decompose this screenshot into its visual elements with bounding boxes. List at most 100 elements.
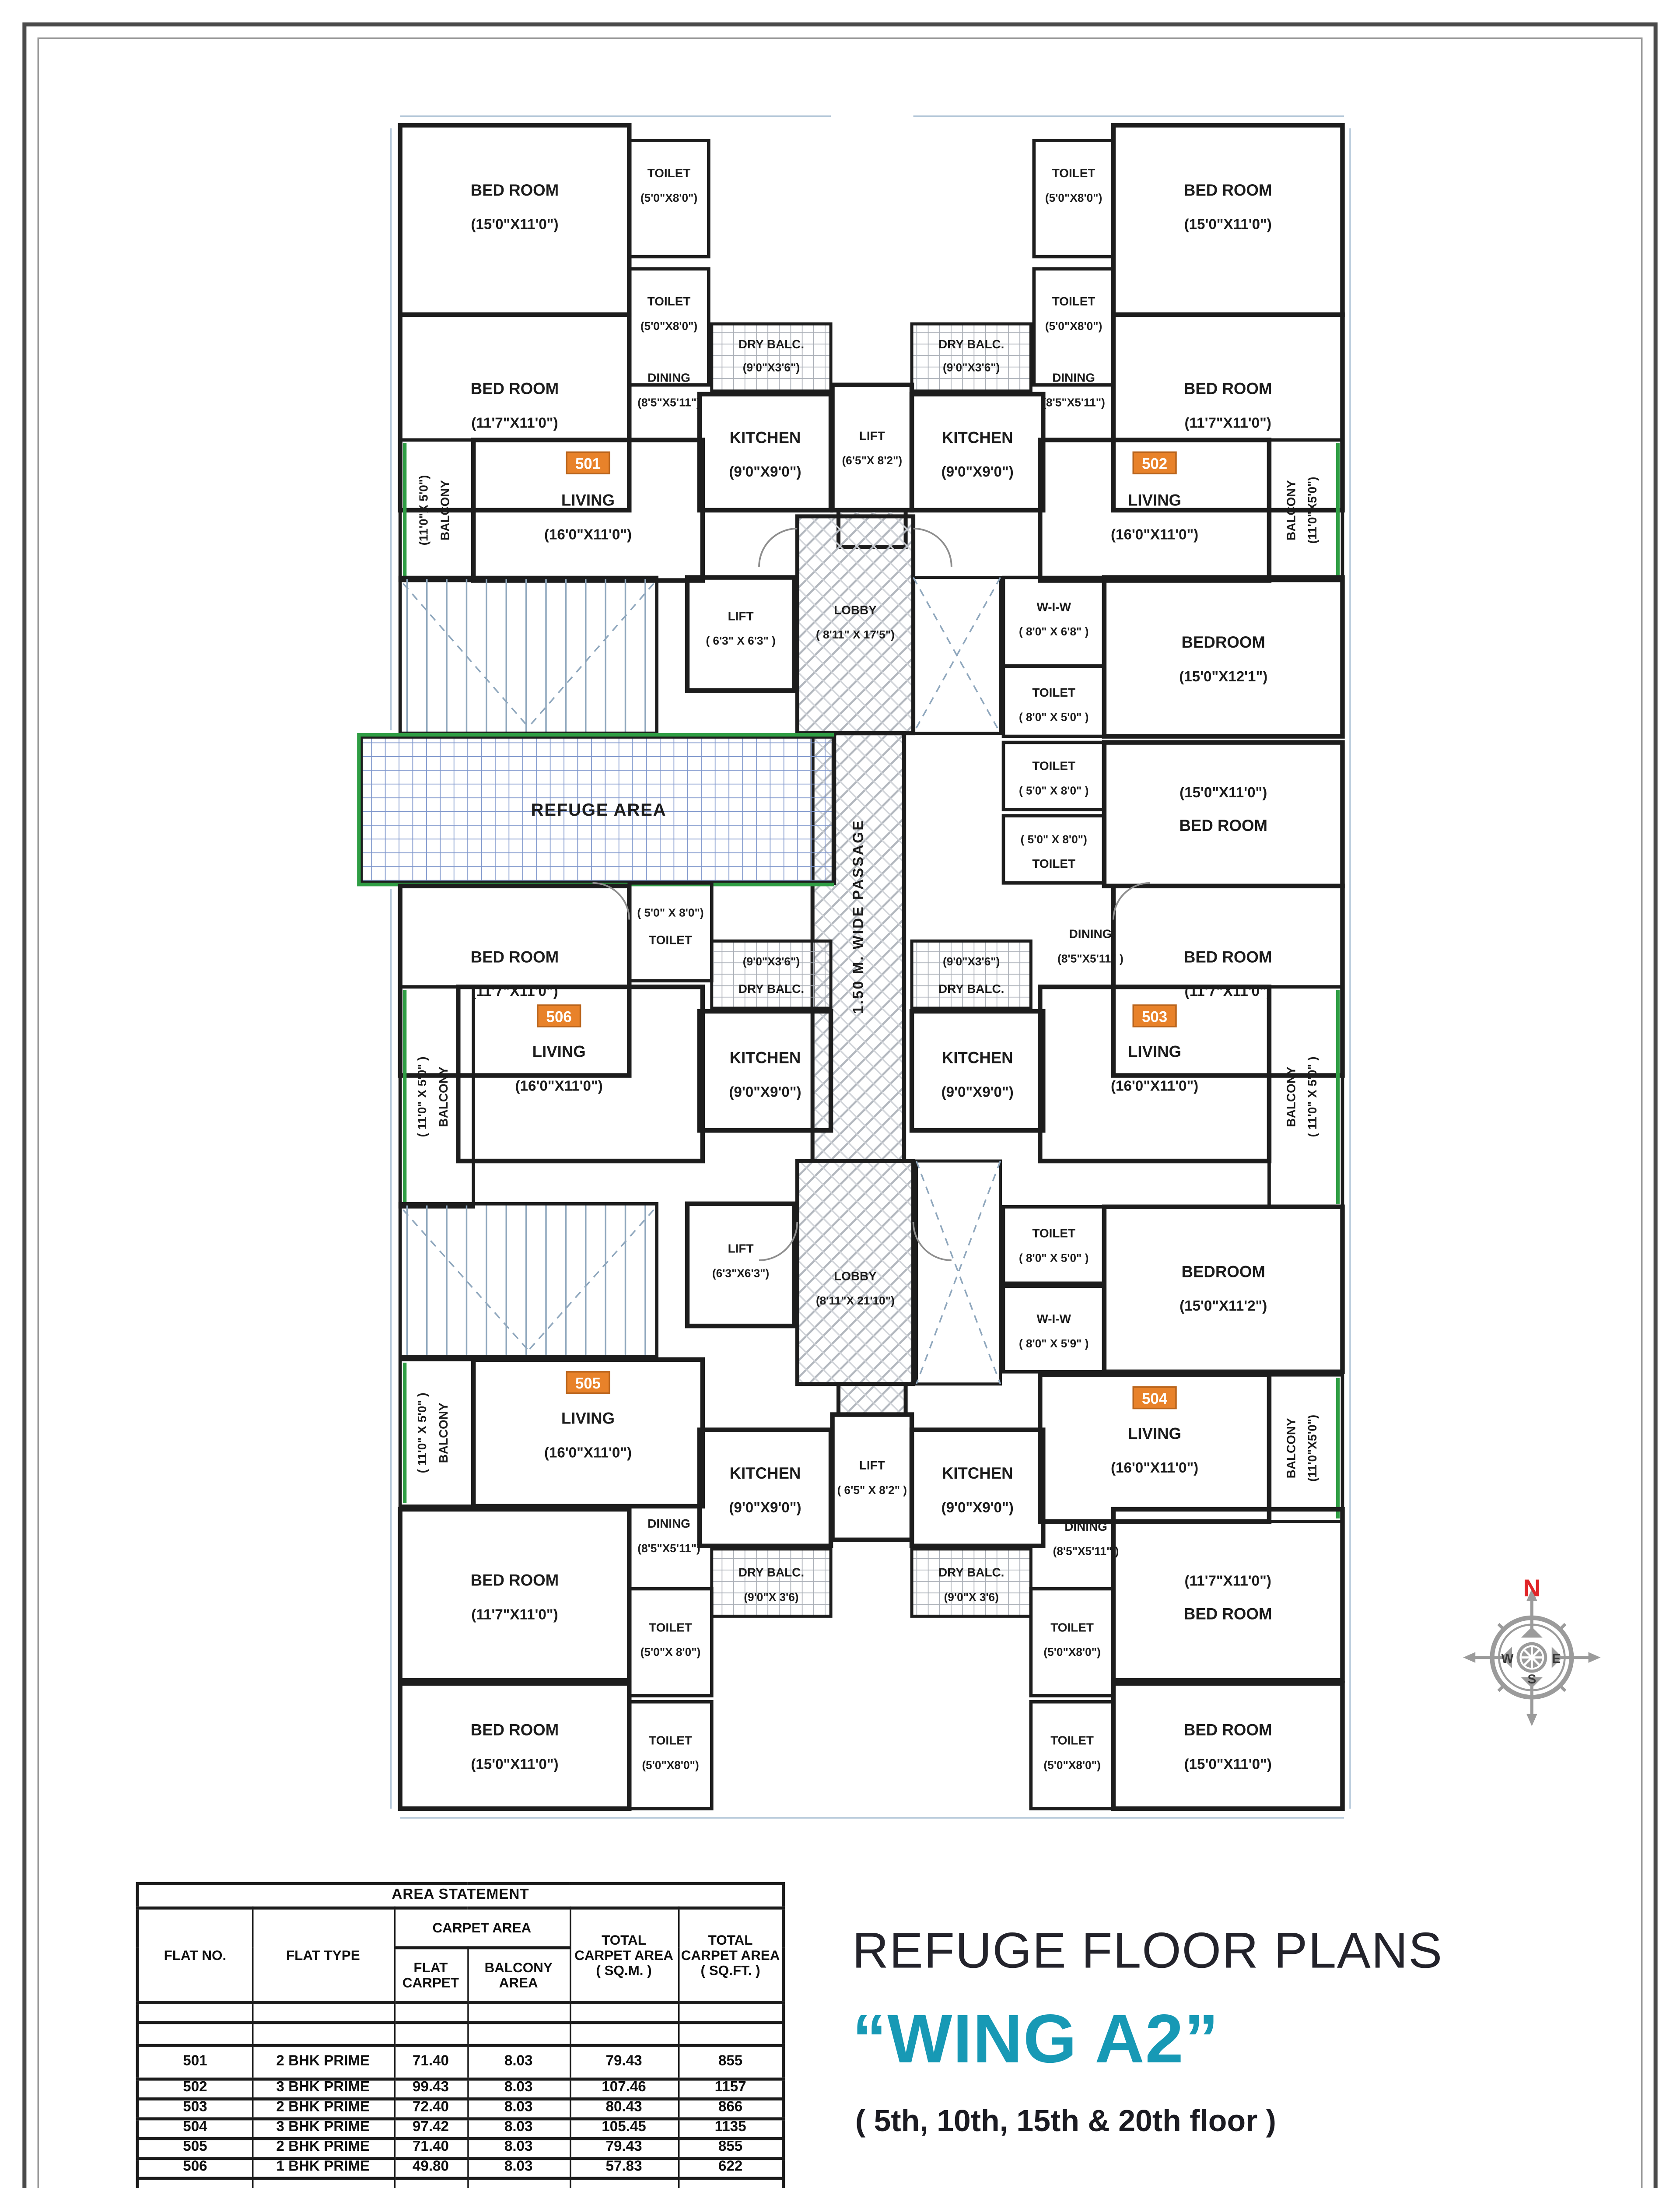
room-label: DRY BALC. — [738, 1566, 804, 1579]
flat-number-badge — [566, 1371, 610, 1394]
balcony-area: 8.03 — [466, 2137, 570, 2160]
room-dim: (11'7"X11'0") — [471, 1606, 558, 1623]
room-dim: (15'0"X11'0") — [1180, 785, 1267, 801]
room-outline — [1001, 814, 1106, 885]
room-dim: (15'0"X11'0") — [1184, 1756, 1272, 1772]
room-outline — [1102, 1204, 1345, 1375]
room-dim: (6'3"X6'3") — [712, 1266, 769, 1280]
flat-504: TOILET ( 8'0" X 5'0" ) W-I-W ( 8'0" X 5'… — [909, 1204, 1345, 1811]
table-row: 506 1 BHK PRIME 49.80 8.03 57.83 622 — [136, 2157, 784, 2180]
core-bottom: LIFT (6'3"X6'3") LOBBY (8'11"X 21'10") L… — [685, 1159, 1002, 1543]
room-outline — [1111, 312, 1345, 513]
room-dim: ( 5'0" X 8'0") — [1021, 833, 1087, 846]
table-title: AREA STATEMENT — [136, 1882, 784, 1910]
table-row: 504 3 BHK PRIME 97.42 8.03 105.45 1135 — [136, 2117, 784, 2140]
room-dim: (9'0"X3'6") — [743, 361, 800, 374]
room-label: LIFT — [728, 609, 754, 623]
refuge-area-hatch — [358, 734, 836, 885]
table-title-row: AREA STATEMENT — [136, 1882, 784, 1910]
room-label: DINING — [1052, 371, 1095, 385]
balcony-dim: ( 11'0" X 5'0" ) — [415, 1392, 429, 1473]
balcony-area: 8.03 — [466, 2157, 570, 2180]
room-label: DRY BALC. — [938, 1566, 1004, 1579]
room-dim: ( 6'5" X 8'2" ) — [837, 1483, 907, 1497]
room-label: DRY BALC. — [738, 337, 804, 351]
flat-no: 506 — [136, 2157, 253, 2180]
room-dim: (9'0"X9'0") — [729, 1084, 801, 1100]
room-label: TOILET — [649, 933, 692, 947]
compass-arrow-s — [1526, 1714, 1537, 1726]
room-label: BED ROOM — [471, 181, 559, 199]
room-label: KITCHEN — [730, 1049, 801, 1067]
room-label: TOILET — [1050, 1734, 1094, 1747]
total-sqft: 1157 — [677, 2077, 784, 2100]
room-outline — [627, 1587, 714, 1697]
room-label: DRY BALC. — [938, 982, 1004, 996]
compass-ring-outer — [1490, 1615, 1574, 1700]
empty-cell — [677, 2021, 784, 2047]
balcony-area: 8.03 — [466, 2044, 570, 2081]
total-sqm: 79.43 — [569, 2137, 679, 2160]
door-arc — [912, 1222, 952, 1261]
room-label: KITCHEN — [942, 1464, 1013, 1482]
col-header-flat-type: FLAT TYPE — [251, 1906, 395, 2005]
room-dim: (8'5"X5'11" ) — [1057, 952, 1124, 965]
duct-cross — [913, 577, 1001, 734]
col-header-flat-no: FLAT NO. — [136, 1906, 253, 2005]
room-outline — [1111, 1507, 1345, 1683]
room-dim: (9'0"X9'0") — [942, 1084, 1014, 1100]
door-arc — [913, 527, 952, 567]
sheet-border-outer — [22, 22, 1658, 2188]
room-outline — [398, 1681, 632, 1811]
compass-spokes — [1497, 1623, 1567, 1692]
flat-number-badge — [1132, 1004, 1177, 1027]
room-label: KITCHEN — [730, 1464, 801, 1482]
room-outline — [909, 392, 1046, 513]
floors-subtitle: ( 5th, 10th, 15th & 20th floor ) — [855, 2105, 1276, 2139]
empty-cell — [569, 2177, 679, 2188]
compass-wheel-spokes — [1521, 1647, 1543, 1668]
compass-ring-inner — [1498, 1623, 1566, 1691]
room-outline — [1001, 1284, 1106, 1374]
room-dim: (5'0"X8'0") — [1043, 1645, 1100, 1659]
empty-cell — [393, 2001, 468, 2024]
balcony-outline — [1267, 1373, 1344, 1523]
refuge-label: REFUGE AREA — [531, 800, 667, 820]
balcony-label: BALCONY — [1284, 1066, 1298, 1127]
room-outline — [398, 884, 632, 1078]
empty-cell — [466, 2177, 570, 2188]
room-label: BED ROOM — [1184, 380, 1272, 398]
flat-carpet: 71.40 — [393, 2044, 468, 2081]
room-dim: (15'0"X11'0") — [471, 1756, 558, 1772]
empty-cell — [466, 2001, 570, 2024]
room-label: LIFT — [728, 1242, 754, 1255]
room-label: LIVING — [532, 1043, 586, 1061]
room-dim: (16'0"X11'0") — [1111, 526, 1198, 543]
duct-shaft — [912, 576, 1002, 735]
room-label: TOILET — [1032, 1227, 1075, 1240]
empty-cell — [136, 2001, 253, 2024]
staircase — [398, 575, 658, 735]
wing-title: “WING A2” — [852, 1999, 1219, 2078]
room-dim: (16'0"X11'0") — [1111, 1078, 1198, 1094]
room-dim: (11'7"X11'0") — [1184, 983, 1271, 999]
room-outline — [1111, 884, 1345, 1078]
room-dim: (15'0"X12'1") — [1179, 669, 1267, 685]
compass-arrow-n — [1526, 1588, 1537, 1601]
flat-no: 504 — [136, 2117, 253, 2140]
total-sqft: 1135 — [677, 2117, 784, 2140]
room-label: TOILET — [1052, 166, 1096, 180]
table-header-row: FLAT NO. FLAT TYPE CARPET AREA TOTAL CAR… — [136, 1906, 784, 2005]
flat-type: 1 BHK PRIME — [251, 2157, 395, 2180]
room-dim: ( 8'0" X 5'9" ) — [1019, 1337, 1088, 1350]
room-label: TOILET — [1050, 1620, 1094, 1634]
total-sqm: 57.83 — [569, 2157, 679, 2180]
room-dim: (11'7"X11'0") — [471, 983, 558, 999]
compass-north-letter: N — [1523, 1574, 1540, 1602]
room-label: DRY BALC. — [938, 337, 1004, 351]
empty-cell — [136, 2021, 253, 2047]
empty-row — [136, 2177, 784, 2188]
room-dim: ( 8'0" X 5'0" ) — [1019, 711, 1088, 724]
